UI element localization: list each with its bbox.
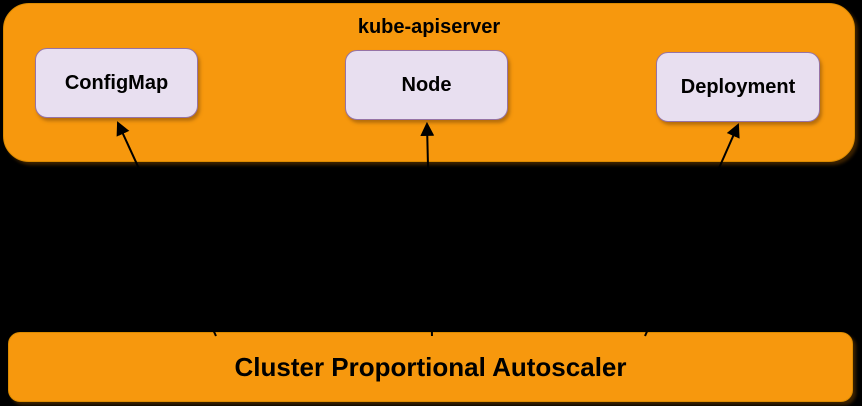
deployment-label: Deployment	[680, 75, 796, 98]
node-label: Node	[401, 73, 452, 96]
kube-apiserver-container: kube-apiserver ConfigMap Node Deployment	[3, 3, 855, 162]
kube-apiserver-title: kube-apiserver	[357, 16, 501, 38]
configmap-node: ConfigMap	[35, 48, 198, 118]
configmap-label: ConfigMap	[64, 71, 169, 94]
node-node: Node	[345, 50, 508, 120]
cluster-proportional-autoscaler-title: Cluster Proportional Autoscaler	[234, 351, 627, 382]
deployment-node: Deployment	[656, 52, 820, 122]
cluster-proportional-autoscaler-box: Cluster Proportional Autoscaler	[8, 332, 853, 402]
